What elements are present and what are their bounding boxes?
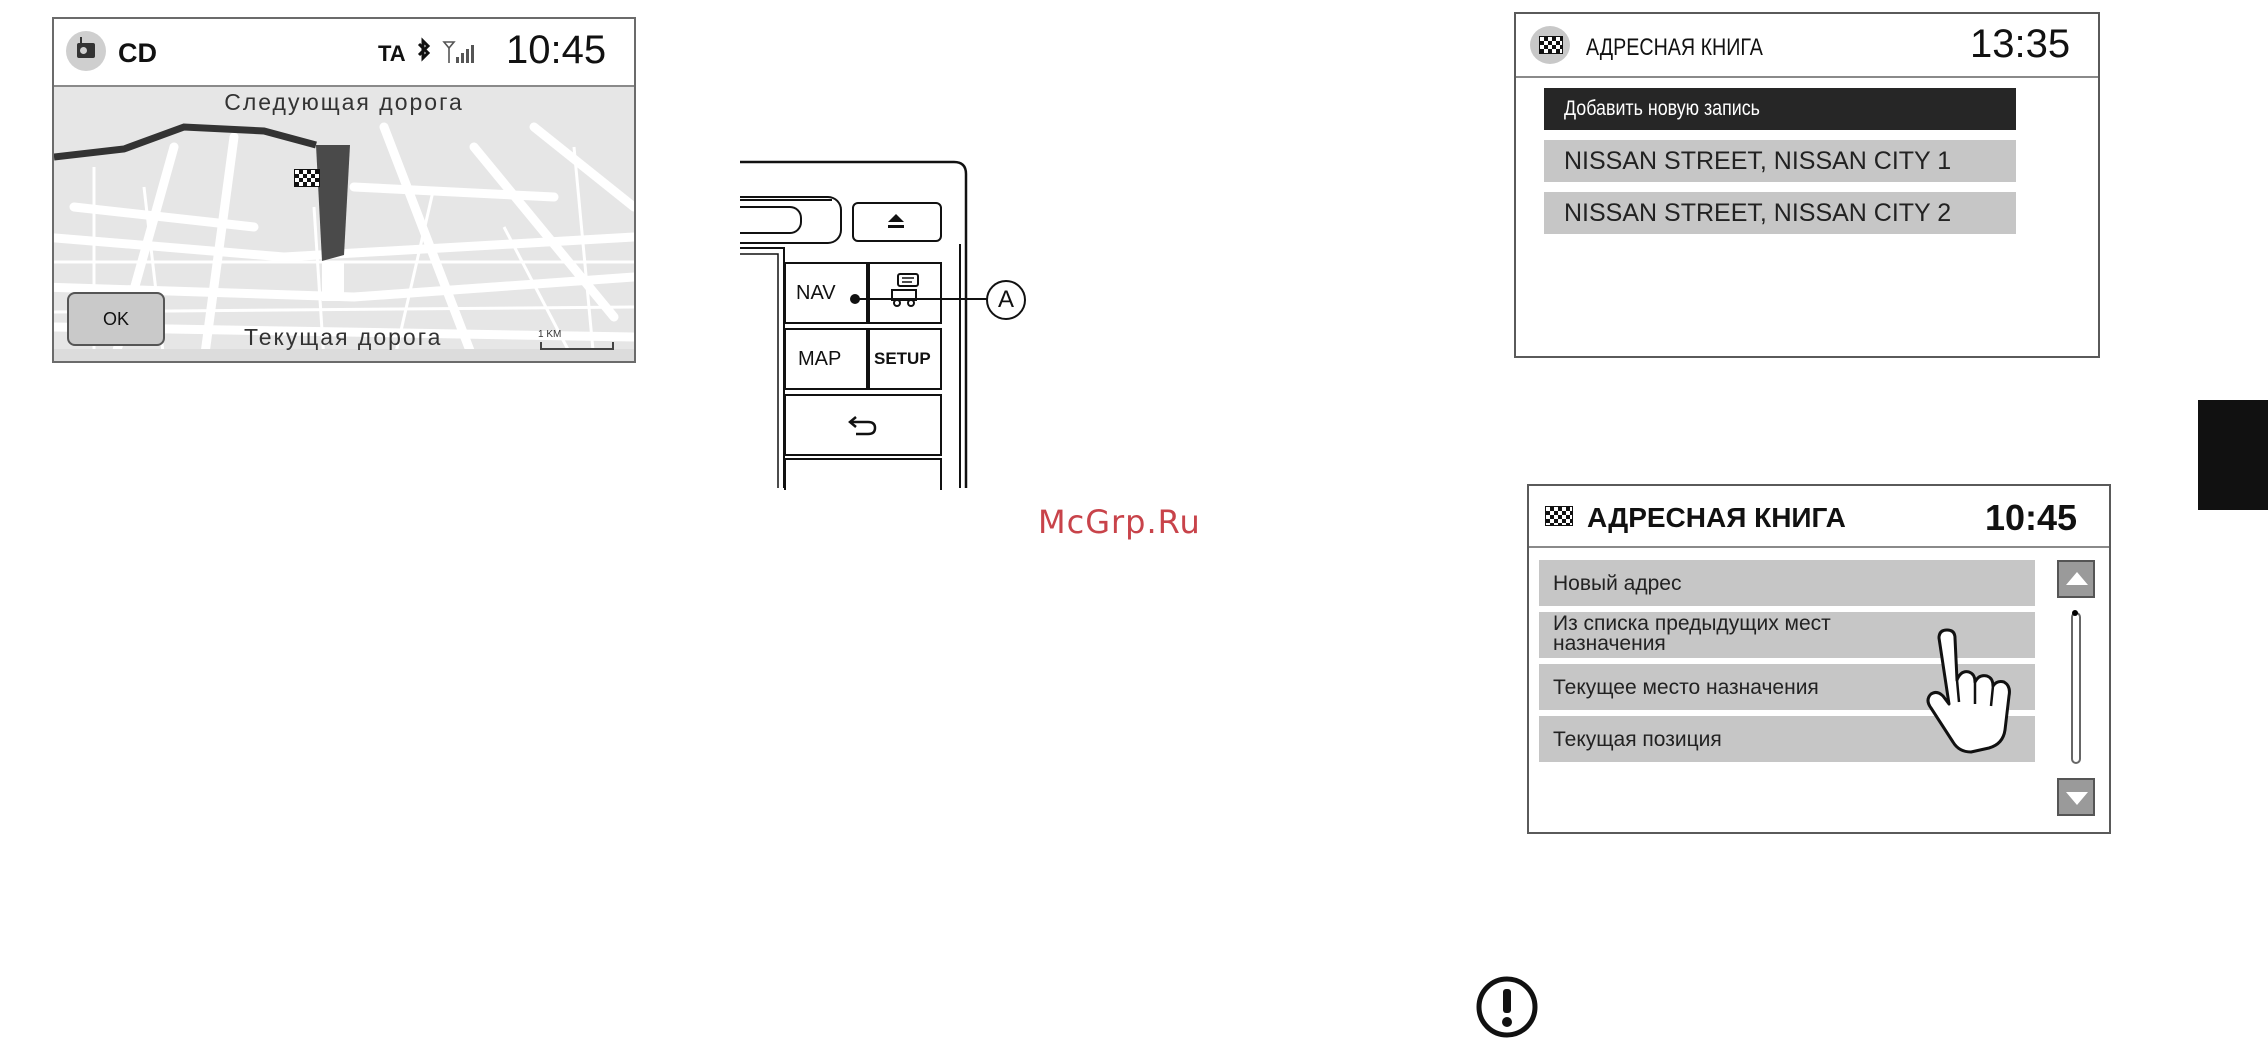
nav-button-label: NAV	[796, 282, 836, 305]
panel-bottom-row	[784, 458, 942, 490]
list-item[interactable]: NISSAN STREET, NISSAN CITY 1	[1544, 140, 2016, 182]
radio-source-icon	[66, 31, 106, 71]
callout-a: A	[986, 280, 1026, 320]
address-book-header: АДРЕСНАЯ КНИГА 10:45	[1529, 486, 2109, 548]
clock: 10:45	[506, 28, 606, 73]
scrollbar[interactable]	[2057, 560, 2097, 816]
map-button[interactable]: MAP	[784, 328, 868, 390]
callout-a-label: A	[998, 286, 1014, 313]
control-panel: NAV MAP SETUP	[740, 158, 972, 488]
status-bar: CD TA 10:45	[54, 19, 634, 87]
map-scale-bar	[540, 342, 614, 350]
eject-button[interactable]	[852, 202, 942, 242]
info-button[interactable]	[868, 262, 942, 324]
bluetooth-icon	[416, 37, 432, 70]
setup-button[interactable]: SETUP	[868, 328, 942, 390]
add-new-entry-button[interactable]: Добавить новую запись	[1544, 88, 2016, 130]
address-book-menu-screen: АДРЕСНАЯ КНИГА 10:45 Новый адрес Из спис…	[1527, 484, 2111, 834]
scroll-thumb[interactable]	[2072, 610, 2078, 616]
destination-flag-icon	[294, 169, 320, 187]
signal-strength-icon	[442, 39, 476, 65]
nav-button[interactable]: NAV	[784, 262, 868, 324]
current-road-label: Текущая дорога	[244, 324, 442, 351]
scroll-up-button[interactable]	[2057, 560, 2095, 598]
watermark-text: McGrp.Ru	[1038, 503, 1201, 541]
back-arrow-icon	[848, 413, 878, 437]
section-tab	[2198, 400, 2268, 510]
item-label: Новый адрес	[1553, 572, 1681, 596]
traffic-announcement-indicator: TA	[378, 41, 406, 67]
pointing-hand-icon	[1909, 626, 2039, 756]
clock: 10:45	[1985, 497, 2077, 539]
add-new-entry-label: Добавить новую запись	[1564, 88, 1760, 130]
next-road-label: Следующая дорога	[54, 89, 634, 116]
disc-slot-inner	[740, 206, 802, 234]
traffic-info-icon	[886, 270, 926, 310]
item-label: Из списка предыдущих мест назначения	[1553, 614, 1831, 654]
back-button[interactable]	[784, 394, 942, 456]
address-book-header: АДРЕСНАЯ КНИГА 13:35	[1516, 14, 2098, 78]
ok-button[interactable]: OK	[67, 292, 165, 346]
callout-leader-line	[858, 298, 988, 300]
item-label: Текущее место назначения	[1553, 676, 1819, 700]
audio-source-label: CD	[118, 38, 157, 69]
navigation-screen: CD TA 10:45	[52, 17, 636, 363]
scroll-down-button[interactable]	[2057, 778, 2095, 816]
map-button-label: MAP	[798, 348, 841, 371]
new-address-item[interactable]: Новый адрес	[1539, 560, 2035, 606]
setup-button-label: SETUP	[874, 349, 931, 369]
checkered-flag-icon	[1545, 506, 1573, 526]
item-label-line2: назначения	[1553, 632, 1666, 655]
clock: 13:35	[1970, 22, 2070, 67]
warning-icon	[1475, 975, 1539, 1039]
list-item[interactable]: NISSAN STREET, NISSAN CITY 2	[1544, 192, 2016, 234]
map-scale-label: 1 KM	[538, 329, 561, 340]
address-book-screen: АДРЕСНАЯ КНИГА 13:35 Добавить новую запи…	[1514, 12, 2100, 358]
flag-badge-icon	[1530, 26, 1570, 64]
item-label: Текущая позиция	[1553, 728, 1722, 752]
page-title: АДРЕСНАЯ КНИГА	[1587, 502, 1846, 534]
scroll-track[interactable]	[2071, 612, 2081, 764]
checkered-flag-icon	[1539, 36, 1563, 54]
page-title: АДРЕСНАЯ КНИГА	[1586, 34, 1763, 62]
eject-icon	[886, 211, 906, 236]
